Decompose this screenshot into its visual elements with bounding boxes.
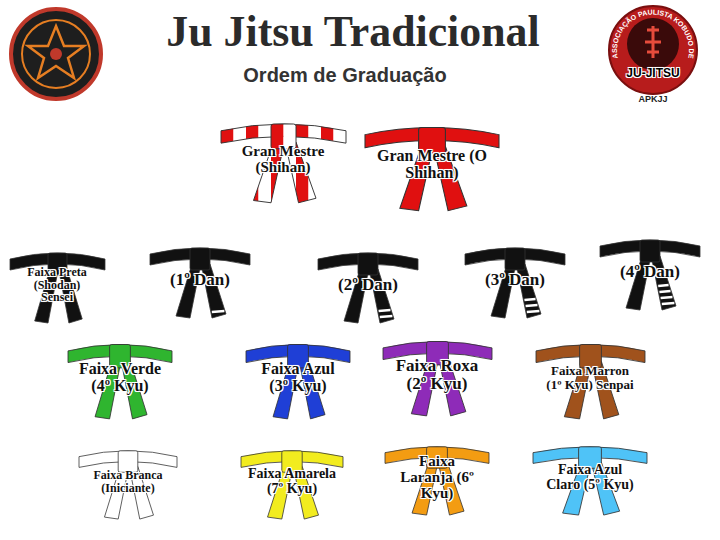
belt-label: Faixa Azul Claro (5º Kyu): [540, 463, 640, 492]
belt-node: Faixa Preta (Shodan) Sensei: [10, 245, 105, 325]
belt-node: Gran Mestre (Shihan): [221, 115, 346, 205]
belt-node: Faixa Branca (Iniciante): [79, 443, 177, 521]
logo-word: JU-JITSU: [603, 66, 703, 80]
belt-node: Faixa Roxa (2º Kyu): [383, 333, 492, 418]
belt-label: (2º Dan): [338, 276, 398, 294]
logo-arc-text: ASSOCIAÇÃO PAULISTA KOBUDO DE: [611, 8, 695, 59]
belt-node: Faixa Azul (3º Kyu): [246, 336, 350, 421]
belt-node: Faixa Amarela (7º Kyu): [241, 443, 343, 521]
belt-label: Faixa Amarela (7º Kyu): [248, 467, 336, 496]
belt-label: (1º Dan): [170, 271, 230, 289]
belt-label: (4º Dan): [620, 263, 680, 281]
belt-label: Faixa Preta (Shodan) Sensei: [18, 266, 96, 304]
belt-node: Faixa Marron (1º Kyu) Senpai: [536, 336, 645, 421]
page-title: Ju Jitsu Tradicional: [108, 6, 598, 56]
belt-node: (4º Dan): [600, 232, 700, 312]
belt-label: Faixa Branca (Iniciante): [86, 469, 170, 494]
belt-node: Faixa Azul Claro (5º Kyu): [533, 439, 647, 517]
belt-label: Faixa Azul (3º Kyu): [253, 361, 343, 395]
belt-label: Faixa Laranja (6º Kyu): [392, 454, 482, 501]
belt-node: Faixa Laranja (6º Kyu): [385, 439, 489, 517]
belt-node: (1º Dan): [150, 240, 250, 320]
belt-label: (3º Dan): [485, 271, 545, 289]
left-logo: [8, 6, 108, 106]
belt-node: Faixa Verde (4º Kyu): [68, 336, 172, 421]
logo-caption: APKJJ: [603, 94, 703, 104]
right-logo: ASSOCIAÇÃO PAULISTA KOBUDO DE: [603, 2, 703, 102]
belt-node: (2º Dan): [318, 245, 418, 325]
belt-node: Gran Mestre (O Shihan): [365, 118, 499, 213]
belt-label: Faixa Verde (4º Kyu): [75, 361, 165, 395]
subtitle: Ordem de Graduação: [195, 64, 495, 87]
belt-node: (3º Dan): [465, 240, 565, 320]
belt-label: Gran Mestre (O Shihan): [372, 148, 492, 182]
belt-label: Faixa Roxa (2º Kyu): [390, 357, 485, 393]
belt-label: Gran Mestre (Shihan): [231, 144, 336, 176]
belt-label: Faixa Marron (1º Kyu) Senpai: [543, 364, 638, 391]
